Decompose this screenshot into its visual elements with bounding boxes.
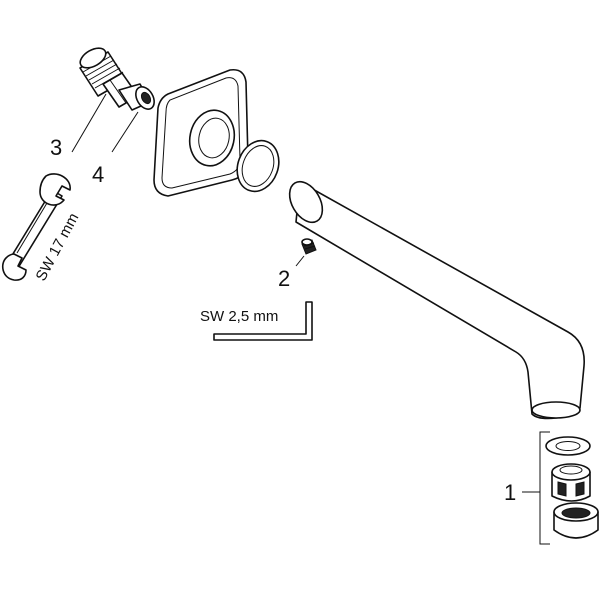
part-label-2: 2 — [278, 266, 290, 291]
spout — [288, 180, 585, 420]
aerator-washer — [545, 436, 591, 456]
aerator-set-bracket — [522, 431, 550, 545]
o-ring — [236, 139, 280, 193]
part-label-4: 4 — [92, 162, 104, 187]
allen-key-icon — [213, 301, 313, 341]
allen-key-size-label: SW 2,5 mm — [200, 308, 278, 325]
aerator-insert — [551, 463, 591, 502]
leader-line-2 — [295, 255, 305, 267]
threaded-connector — [79, 47, 155, 111]
leader-line-3 — [71, 93, 107, 153]
square-rosette — [153, 68, 249, 197]
leader-line-4 — [111, 111, 139, 153]
part-label-1: 1 — [504, 480, 516, 505]
open-end-wrench-icon — [1, 173, 71, 281]
set-screw — [301, 238, 317, 255]
aerator-housing — [553, 502, 599, 539]
part-label-3: 3 — [50, 135, 62, 160]
